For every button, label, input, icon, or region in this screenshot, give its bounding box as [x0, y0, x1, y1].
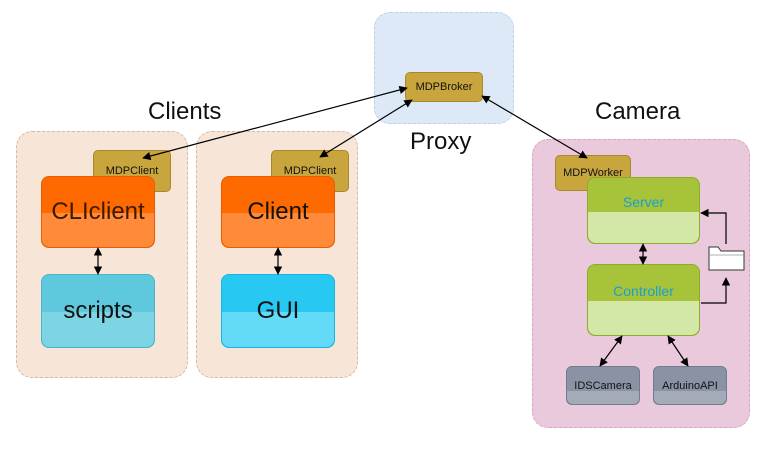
- gui-label: GUI: [256, 297, 300, 324]
- folder-to-server-arrow: [700, 208, 727, 244]
- server-box: Server: [587, 177, 700, 244]
- cliclient-box: CLIclient: [41, 176, 155, 248]
- controller-arduino-arrow: [667, 335, 689, 367]
- server-label: Server: [622, 193, 665, 210]
- proxy-header: Proxy: [410, 128, 472, 155]
- ids-camera-box: IDSCamera: [566, 366, 640, 405]
- controller-ids-arrow: [599, 335, 623, 367]
- cliclient-label: CLIclient: [51, 198, 145, 225]
- broker-to-worker-arrow: [481, 95, 588, 159]
- client-label: Client: [247, 198, 309, 225]
- controller-box: Controller: [587, 264, 700, 336]
- arduino-api-box: ArduinoAPI: [653, 366, 727, 405]
- broker-to-cli-arrow: [142, 85, 408, 161]
- client-box: Client: [221, 176, 335, 248]
- scripts-label: scripts: [63, 297, 133, 324]
- folder-icon: [708, 246, 745, 271]
- controller-to-folder-arrow: [701, 277, 731, 304]
- scripts-box: scripts: [41, 274, 155, 348]
- ids-camera-label: IDSCamera: [574, 379, 632, 392]
- camera-header: Camera: [595, 98, 681, 125]
- broker-to-gui-arrow: [319, 99, 413, 158]
- arduino-api-label: ArduinoAPI: [662, 379, 718, 392]
- gui-box: GUI: [221, 274, 335, 348]
- controller-label: Controller: [613, 283, 674, 299]
